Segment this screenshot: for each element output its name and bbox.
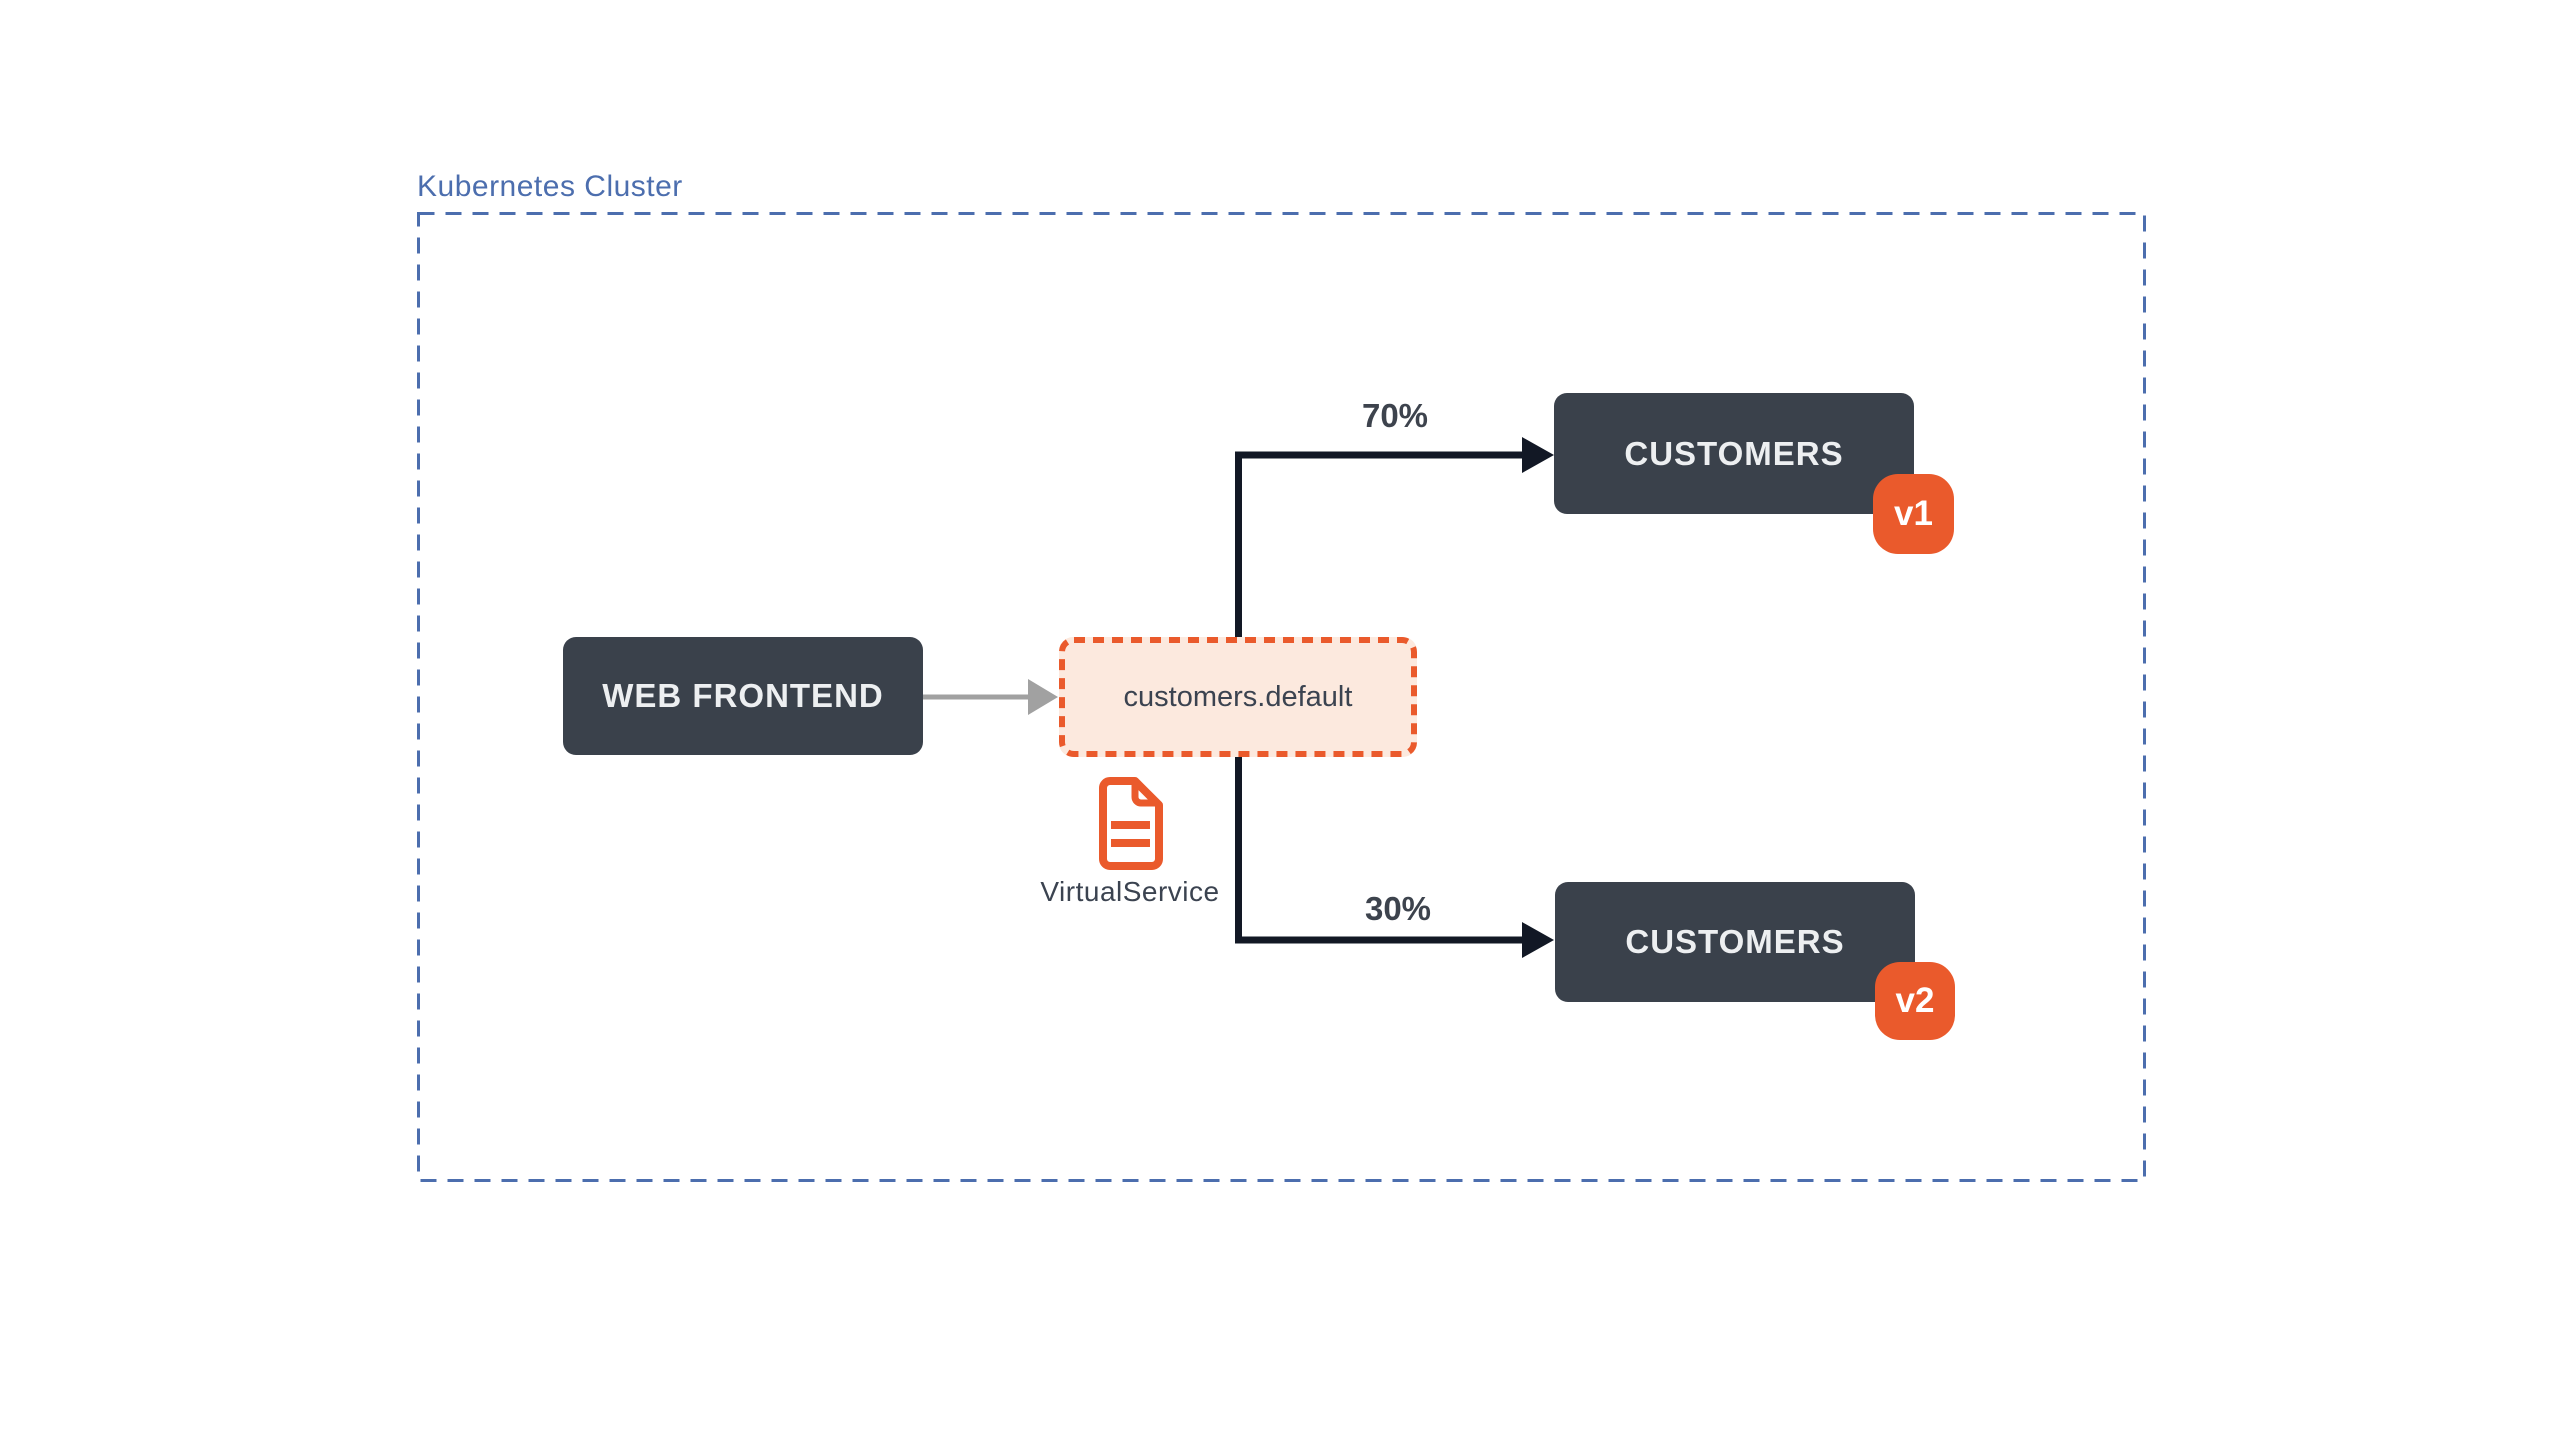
document-icon [1099, 777, 1163, 870]
cluster-label: Kubernetes Cluster [417, 170, 683, 203]
traffic-weight-v1: 70% [1361, 397, 1429, 434]
node-customers-v1: CUSTOMERS [1554, 393, 1914, 514]
version-badge-v2: v2 [1875, 962, 1955, 1040]
customers-v1-label: CUSTOMERS [1624, 434, 1844, 472]
version-badge-v1: v1 [1873, 474, 1954, 554]
web-frontend-label: WEB FRONTEND [602, 677, 884, 714]
virtual-service-host-label: customers.default [1123, 680, 1353, 713]
node-customers-v2: CUSTOMERS [1555, 882, 1915, 1002]
node-web-frontend: WEB FRONTEND [563, 637, 923, 755]
edge-service-to-v2-line [1235, 753, 1522, 944]
node-virtual-service: customers.default [1059, 637, 1417, 757]
edge-service-to-v2-arrowhead [1522, 922, 1554, 958]
edge-service-to-v1-line [1235, 451, 1522, 640]
traffic-weight-v2: 30% [1364, 890, 1432, 927]
edge-frontend-to-service-arrowhead [1028, 679, 1058, 715]
customers-v2-label: CUSTOMERS [1625, 923, 1845, 960]
virtual-service-type-label: VirtualService [1040, 876, 1220, 907]
kubernetes-cluster-boundary [417, 212, 2146, 1182]
edge-service-to-v1-arrowhead [1522, 437, 1554, 473]
